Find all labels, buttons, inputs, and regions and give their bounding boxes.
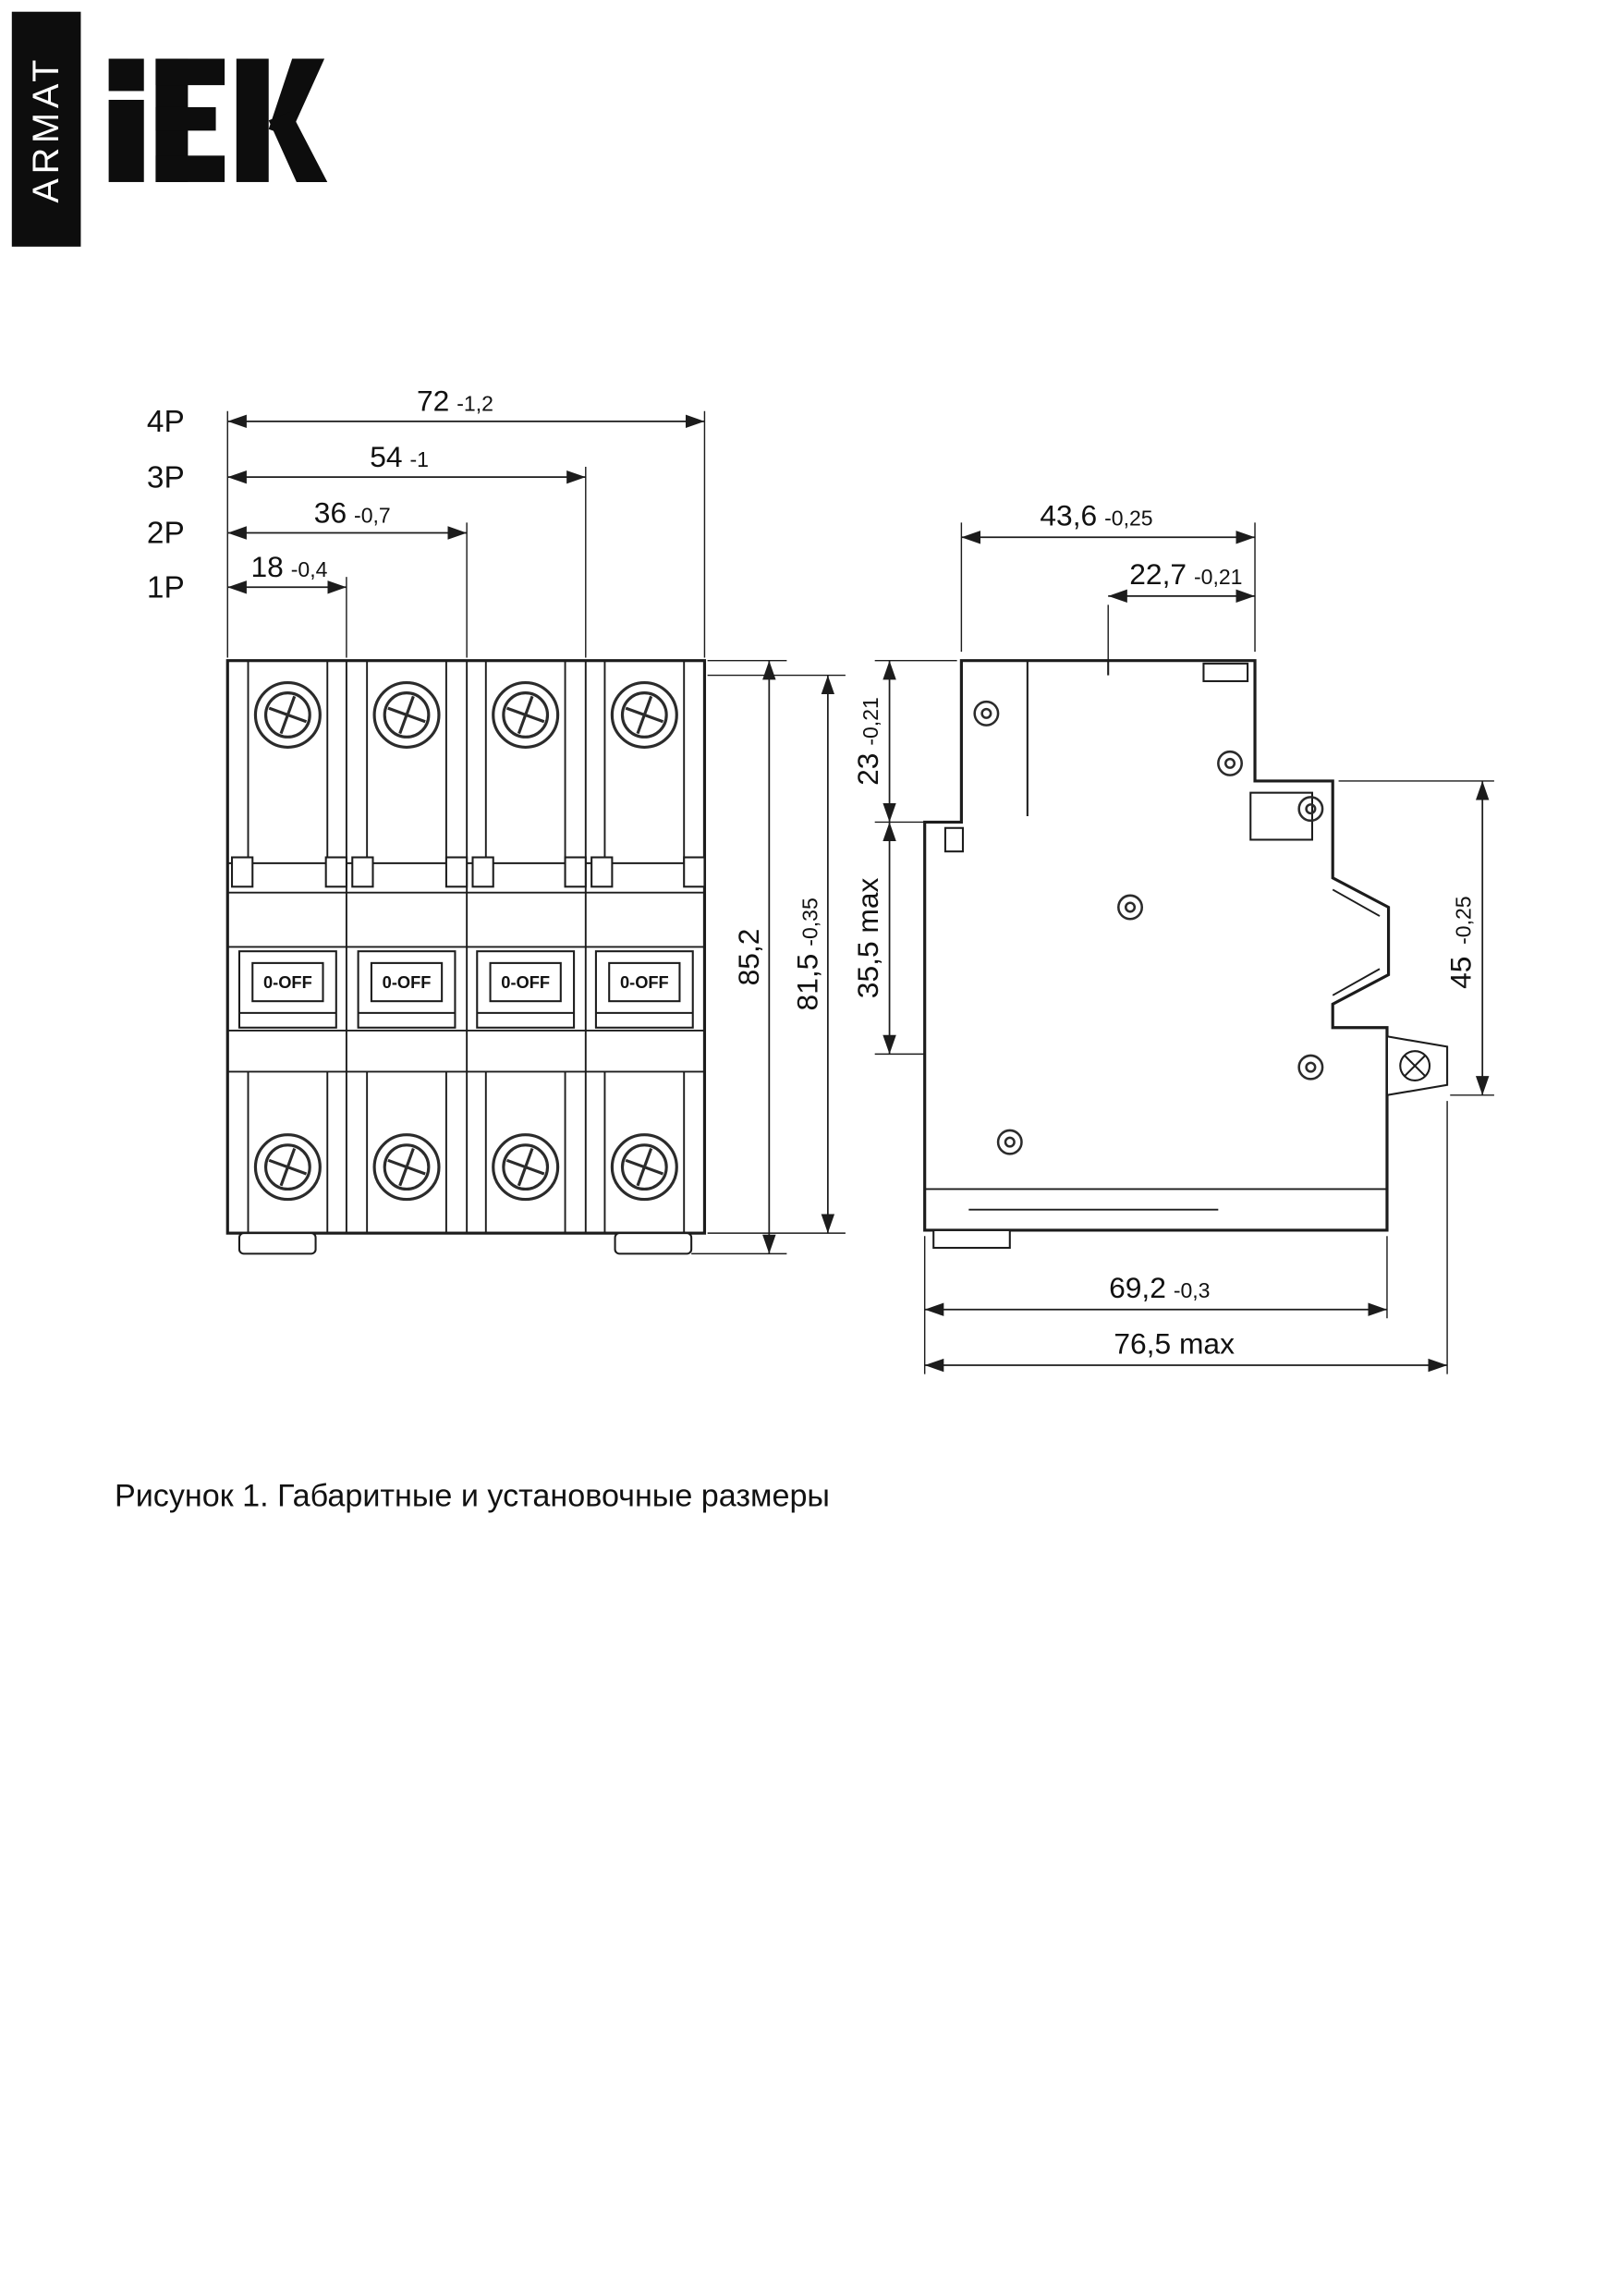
terminal-guides-bottom — [247, 1071, 686, 1234]
pole-toggle: 0-OFF — [357, 950, 456, 1029]
pole-toggle: 0-OFF — [594, 950, 694, 1029]
side-view: 23-0,21 35,5 max 43,6-0,25 22,7-0,21 — [851, 499, 1494, 1374]
terminal-screw — [492, 680, 560, 749]
dim-height-total: 85,2 — [732, 929, 765, 986]
height-dimensions: 85,2 81,5-0,35 — [691, 659, 846, 1255]
dim-width-1p: 18-0,4 — [251, 550, 328, 583]
dim-width-4p: 72-1,2 — [417, 385, 493, 418]
toggle-profile-lines — [1332, 888, 1381, 996]
toggle-label: 0-OFF — [501, 972, 550, 992]
pole-label-3p: 3P — [147, 460, 185, 495]
bottom-dimensions: 69,2-0,3 76,5 max — [923, 1101, 1448, 1374]
width-dimension-lines — [227, 414, 705, 594]
width-extension-lines — [226, 410, 706, 658]
top-width-dimensions: 43,6-0,25 22,7-0,21 — [960, 499, 1256, 664]
terminal-screw — [610, 680, 678, 749]
upper-height-dimensions: 23-0,21 35,5 max — [851, 659, 967, 1056]
breaker-body-front: 0-OFF 0-OFF 0-OFF 0-OFF — [225, 659, 707, 1255]
toggle-label: 0-OFF — [263, 972, 312, 992]
front-height-dimension: 45-0,25 — [1338, 780, 1494, 1096]
dim-top-width: 43,6-0,25 — [1040, 499, 1152, 532]
face-horizontal-lines — [227, 861, 705, 1073]
dim-width-2p: 36-0,7 — [314, 495, 391, 529]
terminal-screw — [492, 1133, 560, 1202]
pole-toggle: 0-OFF — [237, 950, 337, 1029]
toggle-label: 0-OFF — [620, 972, 669, 992]
top-latch-detail — [1202, 662, 1249, 682]
din-foot-right — [614, 1232, 693, 1255]
dim-mount-width: 69,2-0,3 — [1109, 1271, 1210, 1304]
breaker-body-side — [923, 659, 1449, 1250]
side-foot — [932, 1228, 1011, 1250]
terminal-screw — [253, 1133, 322, 1202]
back-catch — [943, 826, 965, 853]
dim-height-body: 81,5-0,35 — [791, 898, 824, 1010]
terminal-latch — [1385, 1035, 1449, 1097]
dim-upper-height: 23-0,21 — [851, 697, 884, 786]
din-foot-left — [237, 1232, 317, 1255]
brand-header: ARMAT IEK — [11, 11, 328, 247]
terminal-screw — [372, 1133, 441, 1202]
pole-label-4p: 4P — [147, 405, 185, 439]
terminal-screw — [610, 1133, 678, 1202]
dim-mid-height: 35,5 max — [851, 877, 884, 998]
pole-toggle: 0-OFF — [476, 950, 576, 1029]
front-view: 4P 3P 2P 1P 72-1,2 54-1 36-0,7 18-0,4 — [147, 385, 846, 1255]
dim-total-depth: 76,5 max — [1114, 1326, 1235, 1360]
terminal-screw — [372, 680, 441, 749]
dim-width-3p: 54-1 — [370, 440, 429, 473]
pole-label-1p: 1P — [147, 570, 185, 605]
iek-logo: IEK — [108, 58, 328, 182]
fixing-tabs — [230, 856, 706, 888]
terminal-screw — [253, 680, 322, 749]
figure-caption: Рисунок 1. Габаритные и установочные раз… — [115, 1479, 830, 1514]
armat-brand-bar — [11, 11, 81, 247]
armat-vertical-label: ARMAT — [26, 55, 67, 203]
din-rail-channel — [924, 1188, 1387, 1211]
dim-front-height: 45-0,25 — [1444, 896, 1478, 989]
terminal-guides-top — [247, 660, 686, 863]
pole-label-2p: 2P — [147, 517, 185, 551]
toggle-label: 0-OFF — [383, 972, 432, 992]
dim-front-top-width: 22,7-0,21 — [1129, 557, 1242, 591]
